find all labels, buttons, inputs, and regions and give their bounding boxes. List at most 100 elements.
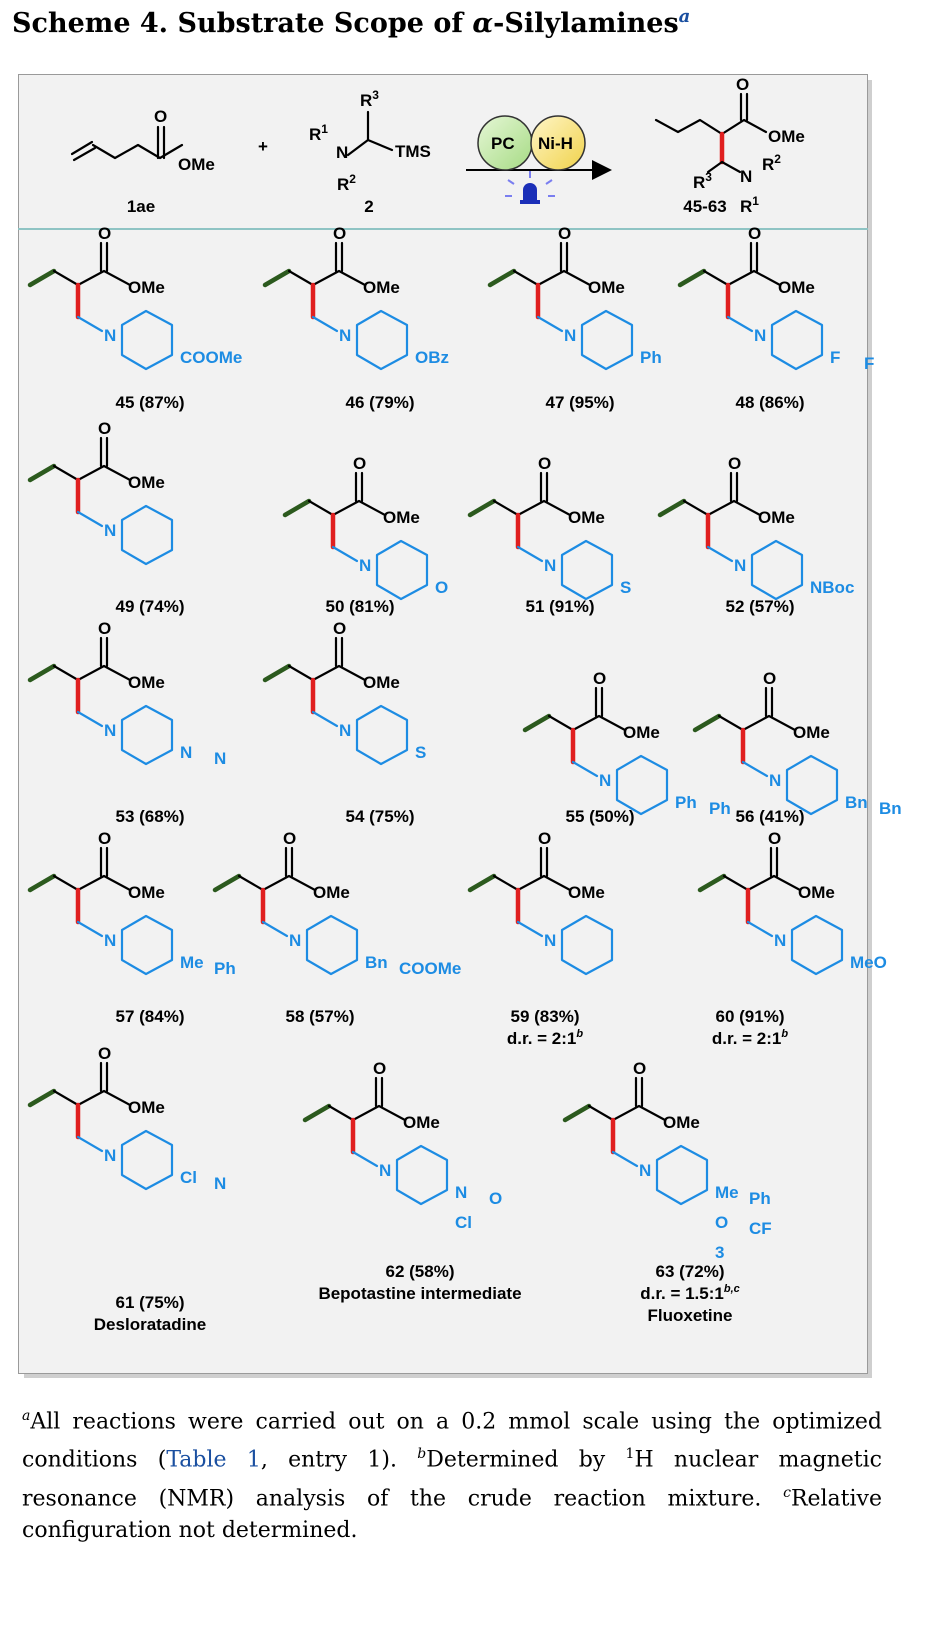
- compound-caption: 55 (50%): [566, 807, 635, 826]
- substituent-label: Bn: [845, 793, 868, 812]
- product-label: 45-63: [683, 197, 726, 216]
- carbonyl-o: O: [98, 829, 111, 848]
- substituent-label: S: [415, 743, 426, 762]
- carbonyl-o: O: [768, 829, 781, 848]
- plus-sign: +: [258, 137, 268, 156]
- substituent-label: N: [214, 1174, 226, 1193]
- product-o: O: [736, 75, 749, 94]
- substituent-label: N: [214, 749, 226, 768]
- compound-caption: 57 (84%): [116, 1007, 185, 1026]
- ome-label: OMe: [128, 883, 165, 902]
- drug-name: Fluoxetine: [647, 1306, 732, 1325]
- ome-label: OMe: [363, 278, 400, 297]
- carbonyl-o: O: [748, 224, 761, 243]
- n-label: N: [336, 143, 348, 162]
- amine-n: N: [599, 771, 611, 790]
- ome-label: OMe: [403, 1113, 440, 1132]
- carbonyl-o: O: [763, 669, 776, 688]
- product-ome: OMe: [768, 127, 805, 146]
- substituent-label: Ph: [675, 793, 697, 812]
- footnote-b-text2: H nuclear magnetic resonance (NMR) analy…: [22, 1447, 882, 1511]
- ome-label: OMe: [128, 1098, 165, 1117]
- substituent-label: CF: [749, 1219, 772, 1238]
- reaction-arrow: PC Ni-H: [466, 115, 612, 204]
- table-1-link[interactable]: Table 1: [166, 1447, 261, 1473]
- substituent-label: O: [435, 578, 448, 597]
- compound-caption: 52 (57%): [726, 597, 795, 616]
- substituent-label: N: [455, 1183, 467, 1202]
- substituent-label: Ph: [214, 959, 236, 978]
- carbonyl-o: O: [98, 224, 111, 243]
- ome-label: OMe: [383, 508, 420, 527]
- reactant2-label: 2: [364, 197, 373, 216]
- carbonyl-o: O: [98, 619, 111, 638]
- compound-caption: 51 (91%): [526, 597, 595, 616]
- amine-n: N: [289, 931, 301, 950]
- compound-caption: 53 (68%): [116, 807, 185, 826]
- ome-label: OMe: [128, 278, 165, 297]
- compound-caption: 58 (57%): [286, 1007, 355, 1026]
- drug-name: Desloratadine: [94, 1315, 206, 1334]
- pc-label: PC: [491, 134, 515, 153]
- title-rest: -Silylamines: [493, 8, 679, 39]
- reactant-2: R1 N R2 R3 TMS 2: [309, 88, 431, 216]
- compound-caption: 49 (74%): [116, 597, 185, 616]
- nih-label: Ni-H: [538, 134, 573, 153]
- scheme-graphic: O OMe 1ae + R1 N R2 R3 TMS 2 PC Ni-H O O…: [27, 75, 902, 1334]
- substituent-label: MeO: [850, 953, 887, 972]
- footnote-a-text2: , entry 1).: [260, 1447, 418, 1473]
- product-n: N: [740, 167, 752, 186]
- ome-label: OMe: [313, 883, 350, 902]
- compound-caption: 62 (58%): [386, 1262, 455, 1281]
- carbonyl-o: O: [98, 1044, 111, 1063]
- amine-n: N: [639, 1161, 651, 1180]
- reactant1-label: 1ae: [127, 197, 155, 216]
- ome-label: OMe: [793, 723, 830, 742]
- substituent-label: Ph: [749, 1189, 771, 1208]
- compound-caption: 60 (91%): [716, 1007, 785, 1026]
- carbonyl-o: O: [538, 454, 551, 473]
- carbonyl-o: O: [333, 619, 346, 638]
- amine-n: N: [774, 931, 786, 950]
- substituent-label: O: [489, 1189, 502, 1208]
- ome-label: OMe: [568, 508, 605, 527]
- svg-text:R2: R2: [337, 172, 356, 194]
- light-bulb-icon: [505, 171, 555, 204]
- substituent-label: NBoc: [810, 578, 854, 597]
- dr-label: d.r. = 1.5:1b,c: [640, 1283, 740, 1303]
- carbonyl-o: O: [538, 829, 551, 848]
- ome-label: OMe: [758, 508, 795, 527]
- compound-caption: 45 (87%): [116, 393, 185, 412]
- footnote: aAll reactions were carried out on a 0.2…: [22, 1400, 882, 1547]
- substituent-label: Me: [715, 1183, 739, 1202]
- footnote-b-sup: 1: [625, 1446, 635, 1463]
- amine-n: N: [734, 556, 746, 575]
- amine-n: N: [339, 326, 351, 345]
- footnote-b-mark: b: [417, 1446, 427, 1463]
- substituent-label: OBz: [415, 348, 449, 367]
- compound-caption: 56 (41%): [736, 807, 805, 826]
- dr-label: d.r. = 2:1b: [712, 1028, 788, 1048]
- substituent-label: F: [830, 348, 840, 367]
- svg-text:R3: R3: [693, 170, 712, 192]
- amine-n: N: [104, 521, 116, 540]
- compound-caption: 50 (81%): [326, 597, 395, 616]
- substituent-label: Bn: [879, 799, 902, 818]
- amine-n: N: [754, 326, 766, 345]
- substituent-label: COOMe: [399, 959, 461, 978]
- substituent-label: COOMe: [180, 348, 242, 367]
- amine-n: N: [769, 771, 781, 790]
- amine-n: N: [544, 556, 556, 575]
- ome-label: OMe: [568, 883, 605, 902]
- compound-caption: 48 (86%): [736, 393, 805, 412]
